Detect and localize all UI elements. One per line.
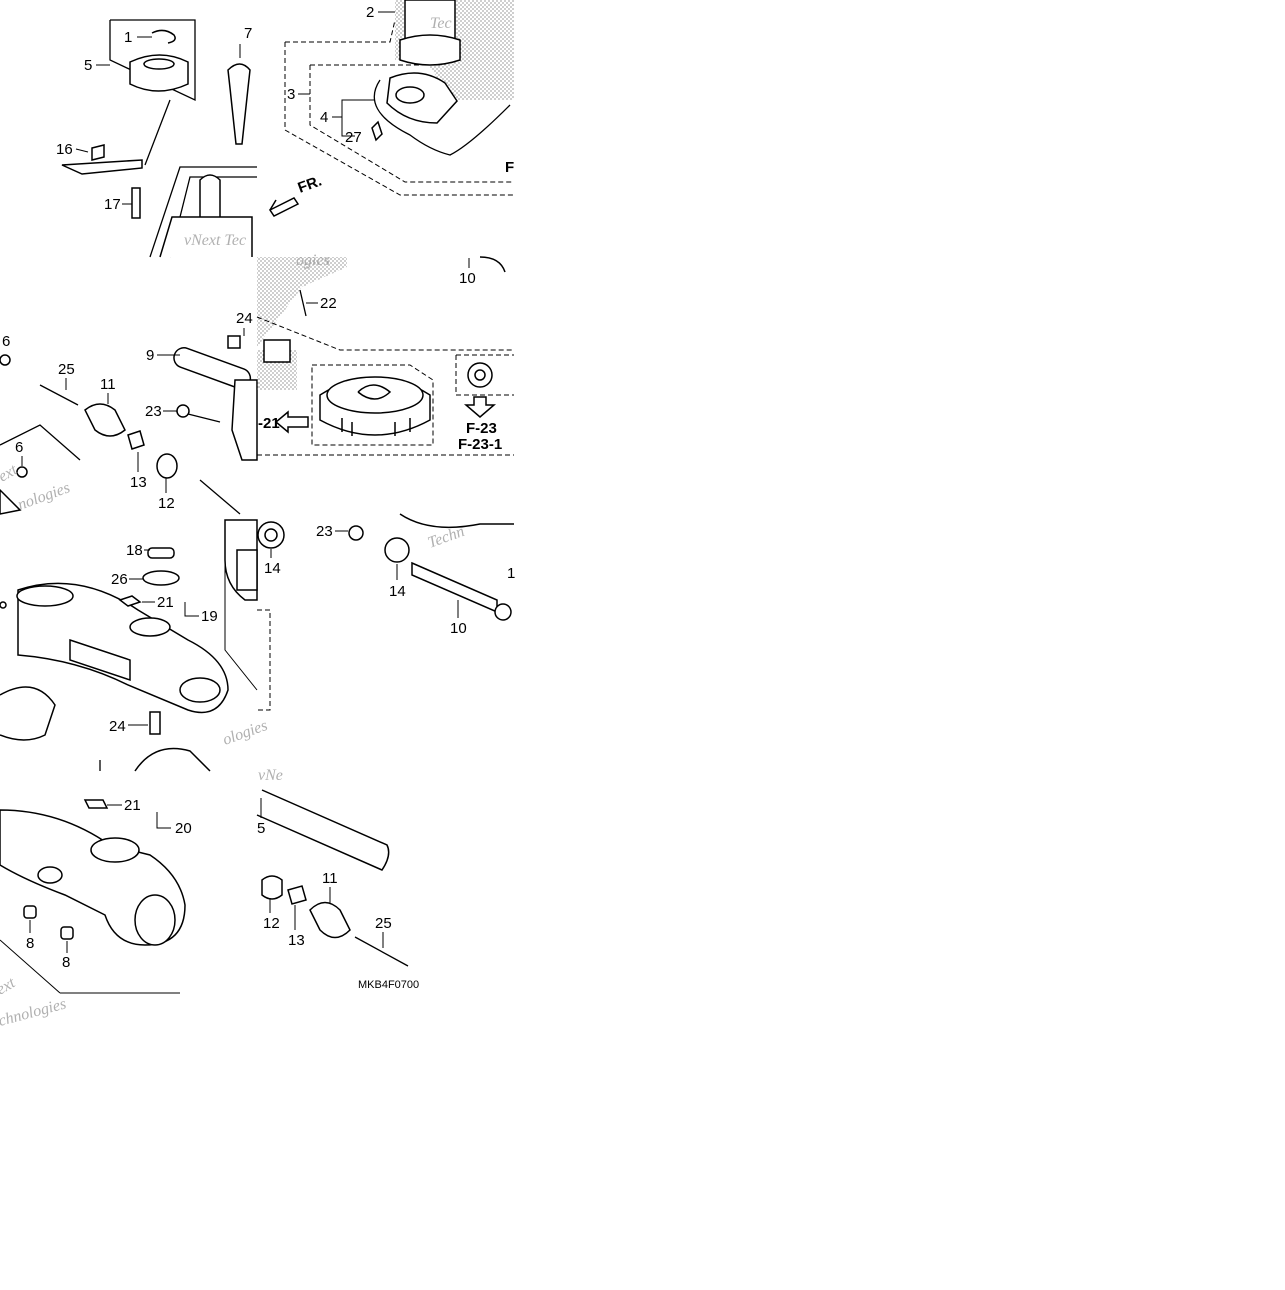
direction-label: FR.: [296, 173, 325, 197]
callout-9: 9: [146, 347, 154, 364]
callout-25: 25: [375, 915, 392, 932]
watermark: ologies: [221, 717, 270, 749]
watermark: vNe: [258, 767, 283, 784]
callout-11: 11: [100, 376, 116, 393]
callout-6: 6: [2, 333, 10, 350]
callout-24: 24: [109, 718, 126, 735]
callout-6: 6: [15, 439, 23, 456]
callout-19: 19: [201, 608, 218, 625]
tile-pins: [236, 513, 514, 621]
callout-11: 11: [322, 870, 338, 887]
callout-5: 5: [84, 57, 92, 74]
callout-23: 23: [145, 403, 162, 420]
ref-f23-1: F-23-1: [458, 436, 502, 453]
callout-4: 4: [320, 109, 328, 126]
watermark: ext: [0, 461, 21, 485]
callout-14: 14: [389, 583, 406, 600]
callout-18: 18: [126, 542, 143, 559]
watermark: Tec: [430, 15, 452, 32]
callout-23: 23: [316, 523, 333, 540]
tile-handlebar-left: [0, 335, 258, 515]
callout-13: 13: [130, 474, 147, 491]
callout-8: 8: [26, 935, 34, 952]
tile-bottom-bridge: [0, 799, 186, 994]
callout-7: 7: [244, 25, 252, 42]
callout-22: 22: [320, 295, 337, 312]
callout-1-edge: 1: [507, 565, 515, 582]
callout-1: 1: [124, 29, 132, 46]
watermark: ogies: [296, 252, 330, 269]
watermark: nologies: [16, 479, 73, 514]
callout-8: 8: [62, 954, 70, 971]
watermark: vNext Tec: [184, 232, 246, 249]
tile-handlebar-end: [256, 789, 409, 967]
tile-switch-harness: [268, 0, 514, 217]
tile-top-bridge: [0, 519, 271, 772]
tile-ignition-switch: [61, 19, 277, 258]
callout-14: 14: [264, 560, 281, 577]
callout-5: 5: [257, 820, 265, 837]
callout-27: 27: [345, 129, 362, 146]
callout-3: 3: [287, 86, 295, 103]
edge-fragment: F: [505, 159, 514, 176]
callout-10: 10: [459, 270, 476, 287]
callout-12: 12: [158, 495, 175, 512]
callout-26: 26: [111, 571, 128, 588]
diagram-code: MKB4F0700: [358, 979, 419, 991]
callout-12: 12: [263, 915, 280, 932]
callout-21: 21: [157, 594, 174, 611]
callout-17: 17: [104, 196, 121, 213]
ref-f23: F-23: [466, 420, 497, 437]
callout-16: 16: [56, 141, 73, 158]
callout-13: 13: [288, 932, 305, 949]
watermark: chnologies: [0, 995, 68, 1029]
callout-2: 2: [366, 4, 374, 21]
callout-25: 25: [58, 361, 75, 378]
callout-21: 21: [124, 797, 141, 814]
tile-fuel-cap: [256, 256, 514, 456]
callout-10: 10: [450, 620, 467, 637]
callout-20: 20: [175, 820, 192, 837]
edge-fragment: -21: [258, 415, 280, 432]
callout-24: 24: [236, 310, 253, 327]
watermark: ext: [0, 974, 19, 998]
